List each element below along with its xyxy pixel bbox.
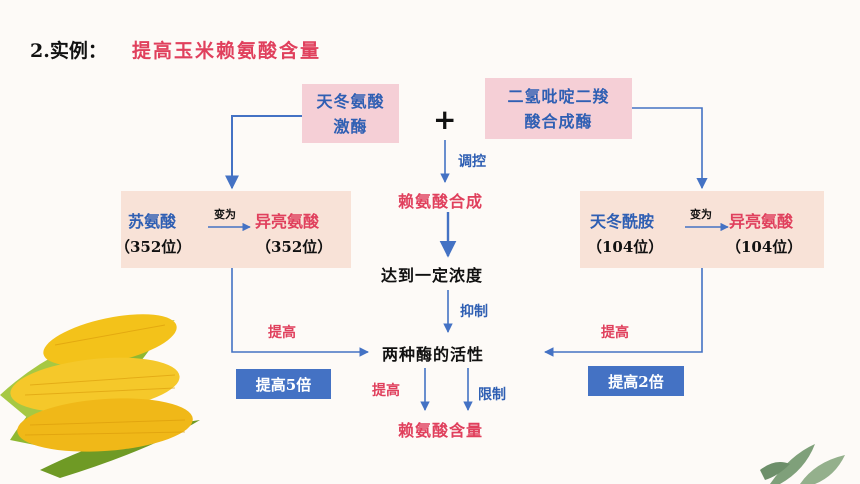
reach-concentration: 达到一定浓度 — [381, 266, 484, 285]
badge-left: 提高5倍 — [236, 369, 331, 399]
enzyme-box-dhdps: 二氢吡啶二羧 酸合成酶 — [485, 78, 632, 139]
section-number: 2.实例： — [30, 40, 107, 62]
increase-label-left: 提高 — [268, 325, 296, 341]
page-title: 提高玉米赖氨酸含量 — [132, 40, 322, 62]
right-to-position: （104位） — [726, 238, 803, 256]
right-from-amino-acid: 天冬酰胺 — [590, 212, 655, 231]
enzyme-right-line1: 二氢吡啶二羧 — [507, 86, 610, 106]
enzyme-left-line1: 天冬氨酸 — [316, 91, 385, 111]
lysine-synthesis: 赖氨酸合成 — [398, 192, 484, 211]
limit-label: 限制 — [478, 387, 506, 403]
lysine-content: 赖氨酸含量 — [398, 421, 484, 440]
mutation-box-left — [121, 191, 351, 268]
increase-label-right: 提高 — [601, 325, 629, 341]
plus-sign: + — [433, 103, 457, 136]
mutation-box-right — [580, 191, 824, 268]
left-arrow-label: 变为 — [214, 208, 236, 221]
left-to-position: （352位） — [256, 238, 333, 256]
inhibit-label: 抑制 — [460, 304, 488, 320]
enzyme-right-line2: 酸合成酶 — [524, 111, 593, 131]
left-to-amino-acid: 异亮氨酸 — [255, 212, 320, 231]
right-to-amino-acid: 异亮氨酸 — [729, 212, 794, 231]
increase-label-center: 提高 — [372, 383, 400, 399]
enzyme-box-aspartate-kinase: 天冬氨酸 激酶 — [302, 84, 399, 143]
left-from-position: （352位） — [115, 238, 192, 256]
badge-right: 提高2倍 — [588, 366, 684, 396]
right-arrow-label: 变为 — [690, 208, 712, 221]
enzyme-left-line2: 激酶 — [333, 116, 368, 136]
right-from-position: （104位） — [587, 238, 664, 256]
enzyme-activity: 两种酶的活性 — [382, 345, 485, 364]
left-from-amino-acid: 苏氨酸 — [128, 212, 177, 231]
regulate-label: 调控 — [458, 154, 486, 170]
